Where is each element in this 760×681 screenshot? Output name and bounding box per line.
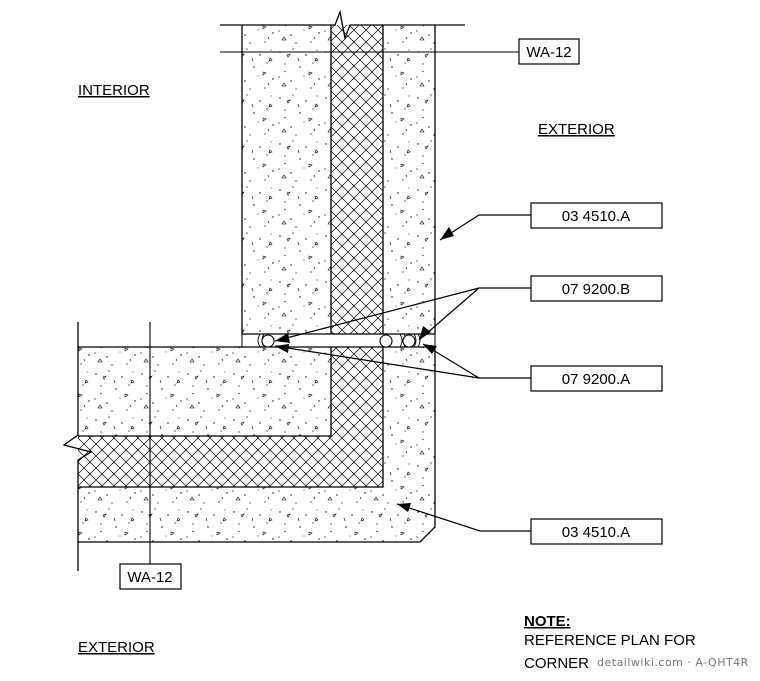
- tag-wall-top-text: WA-12: [526, 44, 571, 61]
- note-block: NOTE: REFERENCE PLAN FOR CORNER: [524, 613, 696, 672]
- backer-rod-mid: [379, 334, 393, 348]
- backer-rod-left: [261, 334, 275, 348]
- interior-label: INTERIOR: [78, 82, 150, 99]
- backer-rod-right: [402, 334, 416, 348]
- tag-concrete-lower: 03 4510.A: [530, 518, 663, 545]
- tag-wall-bottom: WA-12: [119, 563, 182, 590]
- lower-wall: [62, 322, 436, 571]
- tag-concrete-upper: 03 4510.A: [530, 202, 663, 229]
- upper-wall-insulation: [331, 25, 383, 334]
- leader-lines: [274, 214, 531, 532]
- upper-wall-interior-concrete: [242, 25, 331, 334]
- upper-wall: [220, 9, 519, 335]
- note-line-2: CORNER: [524, 655, 589, 672]
- note-line-1: REFERENCE PLAN FOR: [524, 632, 696, 649]
- exterior-label-top: EXTERIOR: [538, 121, 615, 138]
- tag-joint-a: 07 9200.A: [530, 365, 663, 392]
- tag-wall-bottom-text: WA-12: [127, 569, 172, 586]
- upper-wall-exterior-concrete: [383, 25, 435, 334]
- note-heading: NOTE:: [524, 613, 571, 630]
- tag-joint-b-text: 07 9200.B: [562, 281, 630, 298]
- watermark-text: detailwiki.com · A-QHT4R: [597, 656, 749, 669]
- sealant-joint: [241, 333, 436, 348]
- leader-arrowheads: [275, 227, 454, 512]
- lower-break-line: [62, 322, 93, 571]
- tag-concrete-upper-text: 03 4510.A: [562, 208, 630, 225]
- tag-concrete-lower-text: 03 4510.A: [562, 524, 630, 541]
- tag-joint-b: 07 9200.B: [530, 275, 663, 302]
- upper-break-line: [220, 9, 465, 41]
- exterior-label-bottom: EXTERIOR: [78, 639, 155, 656]
- tag-joint-a-text: 07 9200.A: [562, 371, 630, 388]
- tag-wall-top: WA-12: [518, 38, 580, 65]
